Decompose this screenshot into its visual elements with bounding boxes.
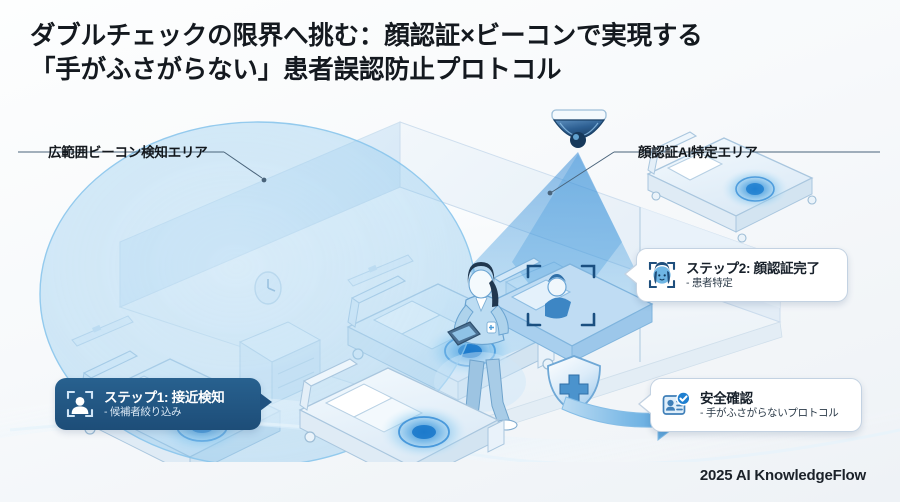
card-tail xyxy=(640,395,651,413)
card-subtext: - 手がふさがらないプロトコル xyxy=(700,407,839,420)
person-in-frame-icon xyxy=(65,389,95,419)
card-tail xyxy=(260,393,272,411)
hospital-bed xyxy=(298,358,505,462)
label-beacon-area: 広範囲ビーコン検知エリア xyxy=(48,145,208,160)
face-detect-bracket xyxy=(526,264,596,327)
ceiling-dome-camera xyxy=(551,109,607,148)
card-heading: ステップ1: 接近検知 xyxy=(104,389,225,405)
card-subtext: - 患者特定 xyxy=(686,277,733,290)
label-face-area: 顔認証AI特定エリア xyxy=(638,145,758,160)
hospital-bed xyxy=(646,131,817,243)
callout-card-safety[interactable]: 安全確認 - 手がふさがらないプロトコル xyxy=(638,378,862,432)
callout-card-step2[interactable]: ステップ2: 顔認証完了 - 患者特定 xyxy=(624,248,848,302)
card-heading: ステップ2: 顔認証完了 xyxy=(686,260,820,276)
leader-lines xyxy=(18,151,880,196)
footer-credit: 2025 AI KnowledgeFlow xyxy=(699,467,866,484)
face-scan-icon xyxy=(647,260,677,290)
card-subtext: - 候補者絞り込み xyxy=(104,406,182,419)
id-card-check-icon xyxy=(661,390,691,420)
callout-card-step1[interactable]: ステップ1: 接近検知 - 候補者絞り込み xyxy=(55,378,272,430)
card-heading: 安全確認 xyxy=(700,390,753,406)
card-tail xyxy=(626,265,637,283)
page-title: ダブルチェックの限界へ挑む：顔認証×ビーコンで実現する 「手がふさがらない」患者… xyxy=(30,22,703,84)
